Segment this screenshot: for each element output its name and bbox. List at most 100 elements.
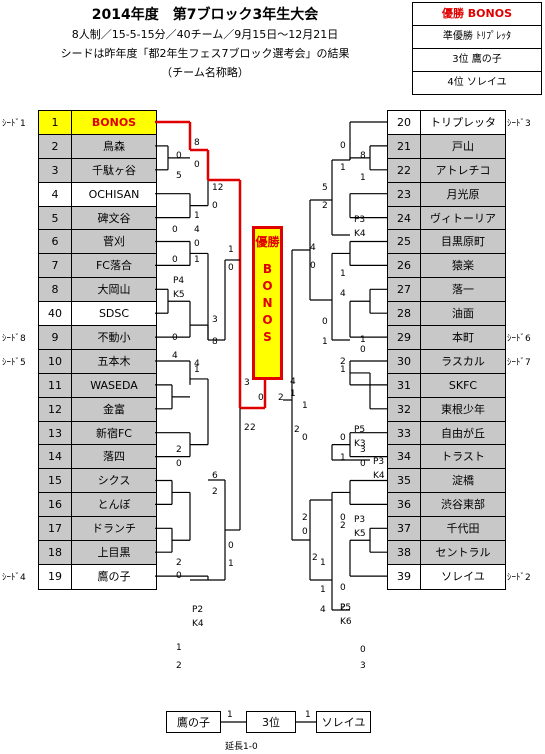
team-number: 21 xyxy=(388,134,421,158)
name-note: （チーム名称略） xyxy=(161,66,249,79)
score-label: 8 xyxy=(360,151,366,161)
third-place-right-team: ソレイユ xyxy=(316,711,371,733)
pk-label: K4 xyxy=(373,471,385,481)
seed-label: ｼｰﾄﾞ1 xyxy=(2,119,26,129)
team-name: 鳥森 xyxy=(103,139,125,153)
team-name: 本町 xyxy=(452,331,474,345)
seed-label: ｼｰﾄﾞ4 xyxy=(2,573,26,584)
score-label: 0 xyxy=(310,261,316,271)
score-label: 3 xyxy=(244,378,250,388)
pk-label: K4 xyxy=(354,229,366,239)
team-name: 東根少年 xyxy=(441,402,485,416)
result-fourth: 4位 ソレイユ xyxy=(447,77,507,88)
team-number: 3 xyxy=(39,158,72,182)
score-label: 0 xyxy=(302,527,308,537)
score-label: 0 xyxy=(360,345,366,355)
score-label: 2 xyxy=(340,603,346,613)
score-label: 1 xyxy=(322,337,328,347)
score-label: 3 xyxy=(212,315,218,325)
score-label: 2 xyxy=(176,558,182,568)
score-label: 5 xyxy=(176,171,182,181)
team-number: 11 xyxy=(39,373,72,397)
score-label: 0 xyxy=(340,513,346,523)
page-title: 2014年度 第7ブロック3年生大会 xyxy=(91,7,319,23)
team-name: 五本木 xyxy=(97,354,131,368)
team-number: 39 xyxy=(388,564,421,589)
team-number: 7 xyxy=(39,254,72,278)
team-number: 18 xyxy=(39,541,72,564)
team-name: 新宿FC xyxy=(95,426,132,440)
team-number: 38 xyxy=(388,541,421,564)
team-name: 落四 xyxy=(103,450,125,464)
team-name: トラスト xyxy=(441,450,485,464)
team-row: 37 千代田 xyxy=(388,517,505,542)
score-label: 4 xyxy=(172,351,178,361)
team-name: 渋谷東部 xyxy=(441,498,485,512)
team-number: 17 xyxy=(39,517,72,541)
team-number: 22 xyxy=(388,158,421,182)
score-label: 0 xyxy=(176,151,182,161)
team-name: アトレチコ xyxy=(435,163,491,177)
score-label: 0 xyxy=(194,160,200,170)
team-number: 13 xyxy=(39,421,72,445)
score-label: 1 xyxy=(176,643,182,653)
score-label: 1 xyxy=(360,173,366,183)
team-name: 千代田 xyxy=(446,522,480,536)
score-label: 1 xyxy=(194,211,200,221)
team-number: 2 xyxy=(39,134,72,158)
team-name: トリプレッタ xyxy=(430,116,496,129)
team-number: 25 xyxy=(388,230,421,254)
score-label: 12 xyxy=(212,183,223,193)
score-label: 0 xyxy=(340,583,346,593)
team-number: 12 xyxy=(39,397,72,421)
team-name: 上目黒 xyxy=(97,546,131,560)
team-number: 36 xyxy=(388,493,421,517)
team-name: 自由が丘 xyxy=(441,426,485,440)
team-number: 1 xyxy=(39,111,72,134)
team-name: とんぼ xyxy=(97,498,131,512)
pk-label: P4 xyxy=(173,276,184,286)
score-label: 0 xyxy=(340,433,346,443)
score-label: 0 xyxy=(360,645,366,655)
pk-label: K5 xyxy=(173,290,185,300)
score-label: 4 xyxy=(290,377,296,387)
team-name: 猿楽 xyxy=(452,259,474,273)
tournament-format: 8人制／15-5-15分／40チーム／9月15日～12月21日 xyxy=(71,28,339,41)
score-label: 3 xyxy=(360,661,366,671)
team-number: 30 xyxy=(388,349,421,373)
team-number: 31 xyxy=(388,373,421,397)
pk-label: P2 xyxy=(192,605,203,615)
team-row: 2 鳥森 xyxy=(39,134,156,159)
team-name: 大岡山 xyxy=(97,283,131,297)
pk-label: P3 xyxy=(354,215,365,225)
team-number: 33 xyxy=(388,421,421,445)
team-number: 37 xyxy=(388,517,421,541)
score-label: 0 xyxy=(176,459,182,469)
team-number: 9 xyxy=(39,326,72,349)
score-label: 2 xyxy=(312,553,318,563)
team-number: 5 xyxy=(39,206,72,230)
seed-label: ｼｰﾄﾞ3 xyxy=(507,119,531,129)
score-label: 0 xyxy=(172,333,178,343)
score-label: 0 xyxy=(340,141,346,151)
team-number: 6 xyxy=(39,230,72,254)
team-number: 26 xyxy=(388,254,421,278)
team-number: 29 xyxy=(388,326,421,349)
pk-label: K4 xyxy=(192,619,204,629)
